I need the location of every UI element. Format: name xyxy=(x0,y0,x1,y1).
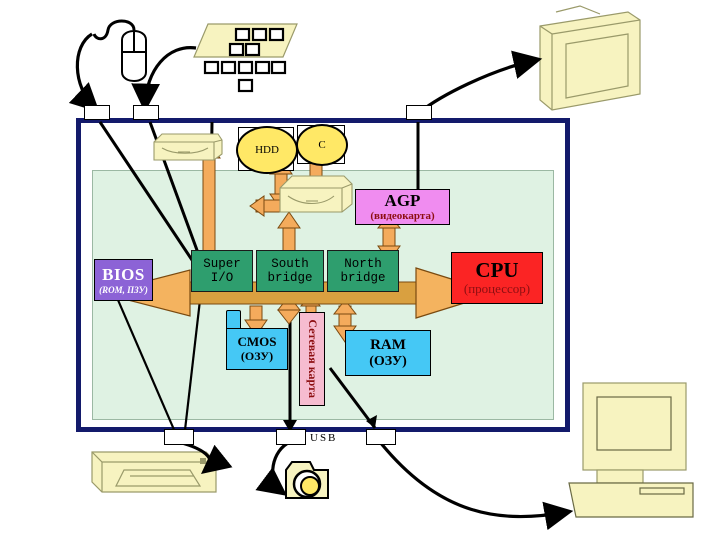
agp-subtitle: (видеокарта) xyxy=(370,210,435,223)
ram-subtitle: (ОЗУ) xyxy=(369,353,407,369)
cpu-subtitle: (процессор) xyxy=(463,280,531,296)
keyboard-icon xyxy=(193,23,298,93)
cmos-subtitle: (ОЗУ) xyxy=(240,348,274,363)
crt-monitor-icon xyxy=(539,5,641,111)
usb-label: USB xyxy=(310,432,338,444)
chip-south-bridge-line1: South xyxy=(271,257,309,271)
chip-south-bridge[interactable]: South bridge xyxy=(256,250,324,292)
printer-icon xyxy=(91,451,217,493)
usb-port-camera[interactable] xyxy=(276,429,306,445)
bios-subtitle: (ROM, ПЗУ) xyxy=(99,284,148,295)
chip-super-io-line2: I/O xyxy=(210,271,234,285)
chip-north-bridge-line2: bridge xyxy=(340,271,386,285)
network-card-label: Сетевая карта xyxy=(305,319,320,399)
agp-video-port[interactable] xyxy=(406,105,432,120)
cpu-title: CPU xyxy=(475,258,519,283)
cmos-title: CMOS xyxy=(237,334,277,349)
ram-block[interactable]: RAM (ОЗУ) xyxy=(345,330,431,376)
desktop-computer-icon xyxy=(568,382,694,518)
chip-north-bridge[interactable]: North bridge xyxy=(327,250,399,292)
cpu-block[interactable]: CPU (процессор) xyxy=(451,252,543,304)
agp-block[interactable]: AGP (видеокарта) xyxy=(355,189,450,225)
cmos-block[interactable]: CMOS (ОЗУ) xyxy=(226,328,288,370)
mouse-icon xyxy=(92,19,147,82)
keyboard-port[interactable] xyxy=(133,105,159,120)
bios-block[interactable]: BIOS (ROM, ПЗУ) xyxy=(94,259,153,301)
ram-title: RAM xyxy=(370,336,406,353)
network-card-block[interactable]: Сетевая карта xyxy=(299,312,325,406)
chip-north-bridge-line1: North xyxy=(344,257,382,271)
bios-title: BIOS xyxy=(102,264,145,284)
usb-port-printer[interactable] xyxy=(164,429,194,445)
hdd-disk-icon: HDD xyxy=(236,126,298,174)
chip-south-bridge-line2: bridge xyxy=(267,271,313,285)
chip-super-io[interactable]: Super I/O xyxy=(191,250,253,292)
mouse-port[interactable] xyxy=(84,105,110,120)
usb-port-computer[interactable] xyxy=(366,429,396,445)
cd-disk-icon: C xyxy=(296,124,348,166)
agp-title: AGP xyxy=(384,191,421,211)
camera-icon xyxy=(285,461,329,499)
chip-super-io-line1: Super xyxy=(203,257,241,271)
